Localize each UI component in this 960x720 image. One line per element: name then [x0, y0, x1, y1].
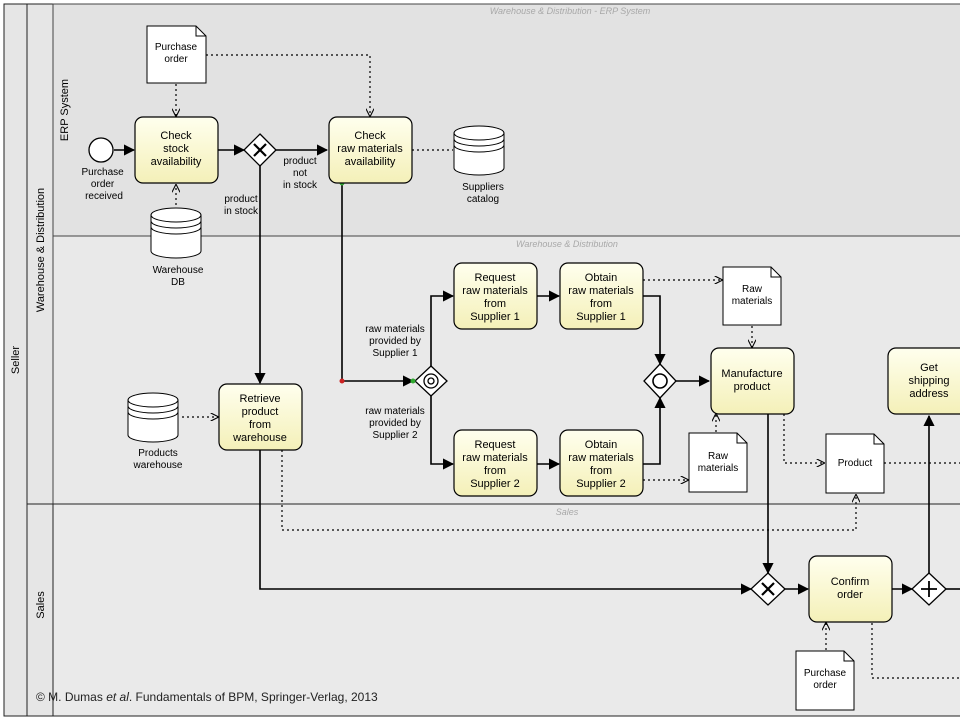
flow-or-to-request-s1: [430, 290, 455, 366]
footer-em: et al: [106, 690, 129, 704]
flow-obtain-s2-to-or-join: [643, 396, 666, 465]
flow-retrieve-to-xor-join: [259, 450, 753, 595]
svg-text:Product: Product: [838, 458, 873, 469]
or-gateway-join: [643, 363, 677, 399]
watermark-sales: Sales: [556, 507, 579, 517]
copyright-footer: © M. Dumas et al. Fundamentals of BPM, S…: [36, 690, 378, 704]
and-gateway: [911, 572, 947, 606]
flow-obtain-s1-to-or-join: [643, 295, 666, 366]
assoc-retrieve-to-product: [281, 450, 856, 531]
data-associations: [176, 54, 960, 679]
xor-gateway-stock: [243, 133, 277, 167]
flow-bend-dot: [339, 378, 345, 384]
sequence-flows: [114, 144, 960, 595]
start-event: [88, 137, 114, 163]
watermark-warehouse: Warehouse & Distribution: [516, 239, 618, 249]
start-event-label: Purchase order received: [81, 167, 126, 202]
flow-target-dot: [410, 378, 416, 384]
pool-label: Seller: [10, 346, 22, 374]
lane-label-sales: Sales: [35, 591, 47, 619]
or-gateway-split: [414, 365, 448, 397]
lane-header-sales: [26, 503, 54, 717]
lane-label-warehouse: Warehouse & Distribution: [35, 188, 47, 312]
watermark-erp: Warehouse & Distribution - ERP System: [490, 6, 651, 16]
flow-or-to-request-s2: [430, 396, 455, 470]
lane-label-erp: ERP System: [59, 79, 71, 141]
data-object-product: Product: [825, 433, 885, 494]
footer-suffix: . Fundamentals of BPM, Springer-Verlag, …: [128, 690, 378, 704]
xor-gateway-join: [750, 572, 786, 606]
assoc-confirm-out: [871, 623, 960, 679]
assoc-manufacture-to-product: [783, 414, 824, 463]
footer-prefix: © M. Dumas: [36, 690, 107, 704]
